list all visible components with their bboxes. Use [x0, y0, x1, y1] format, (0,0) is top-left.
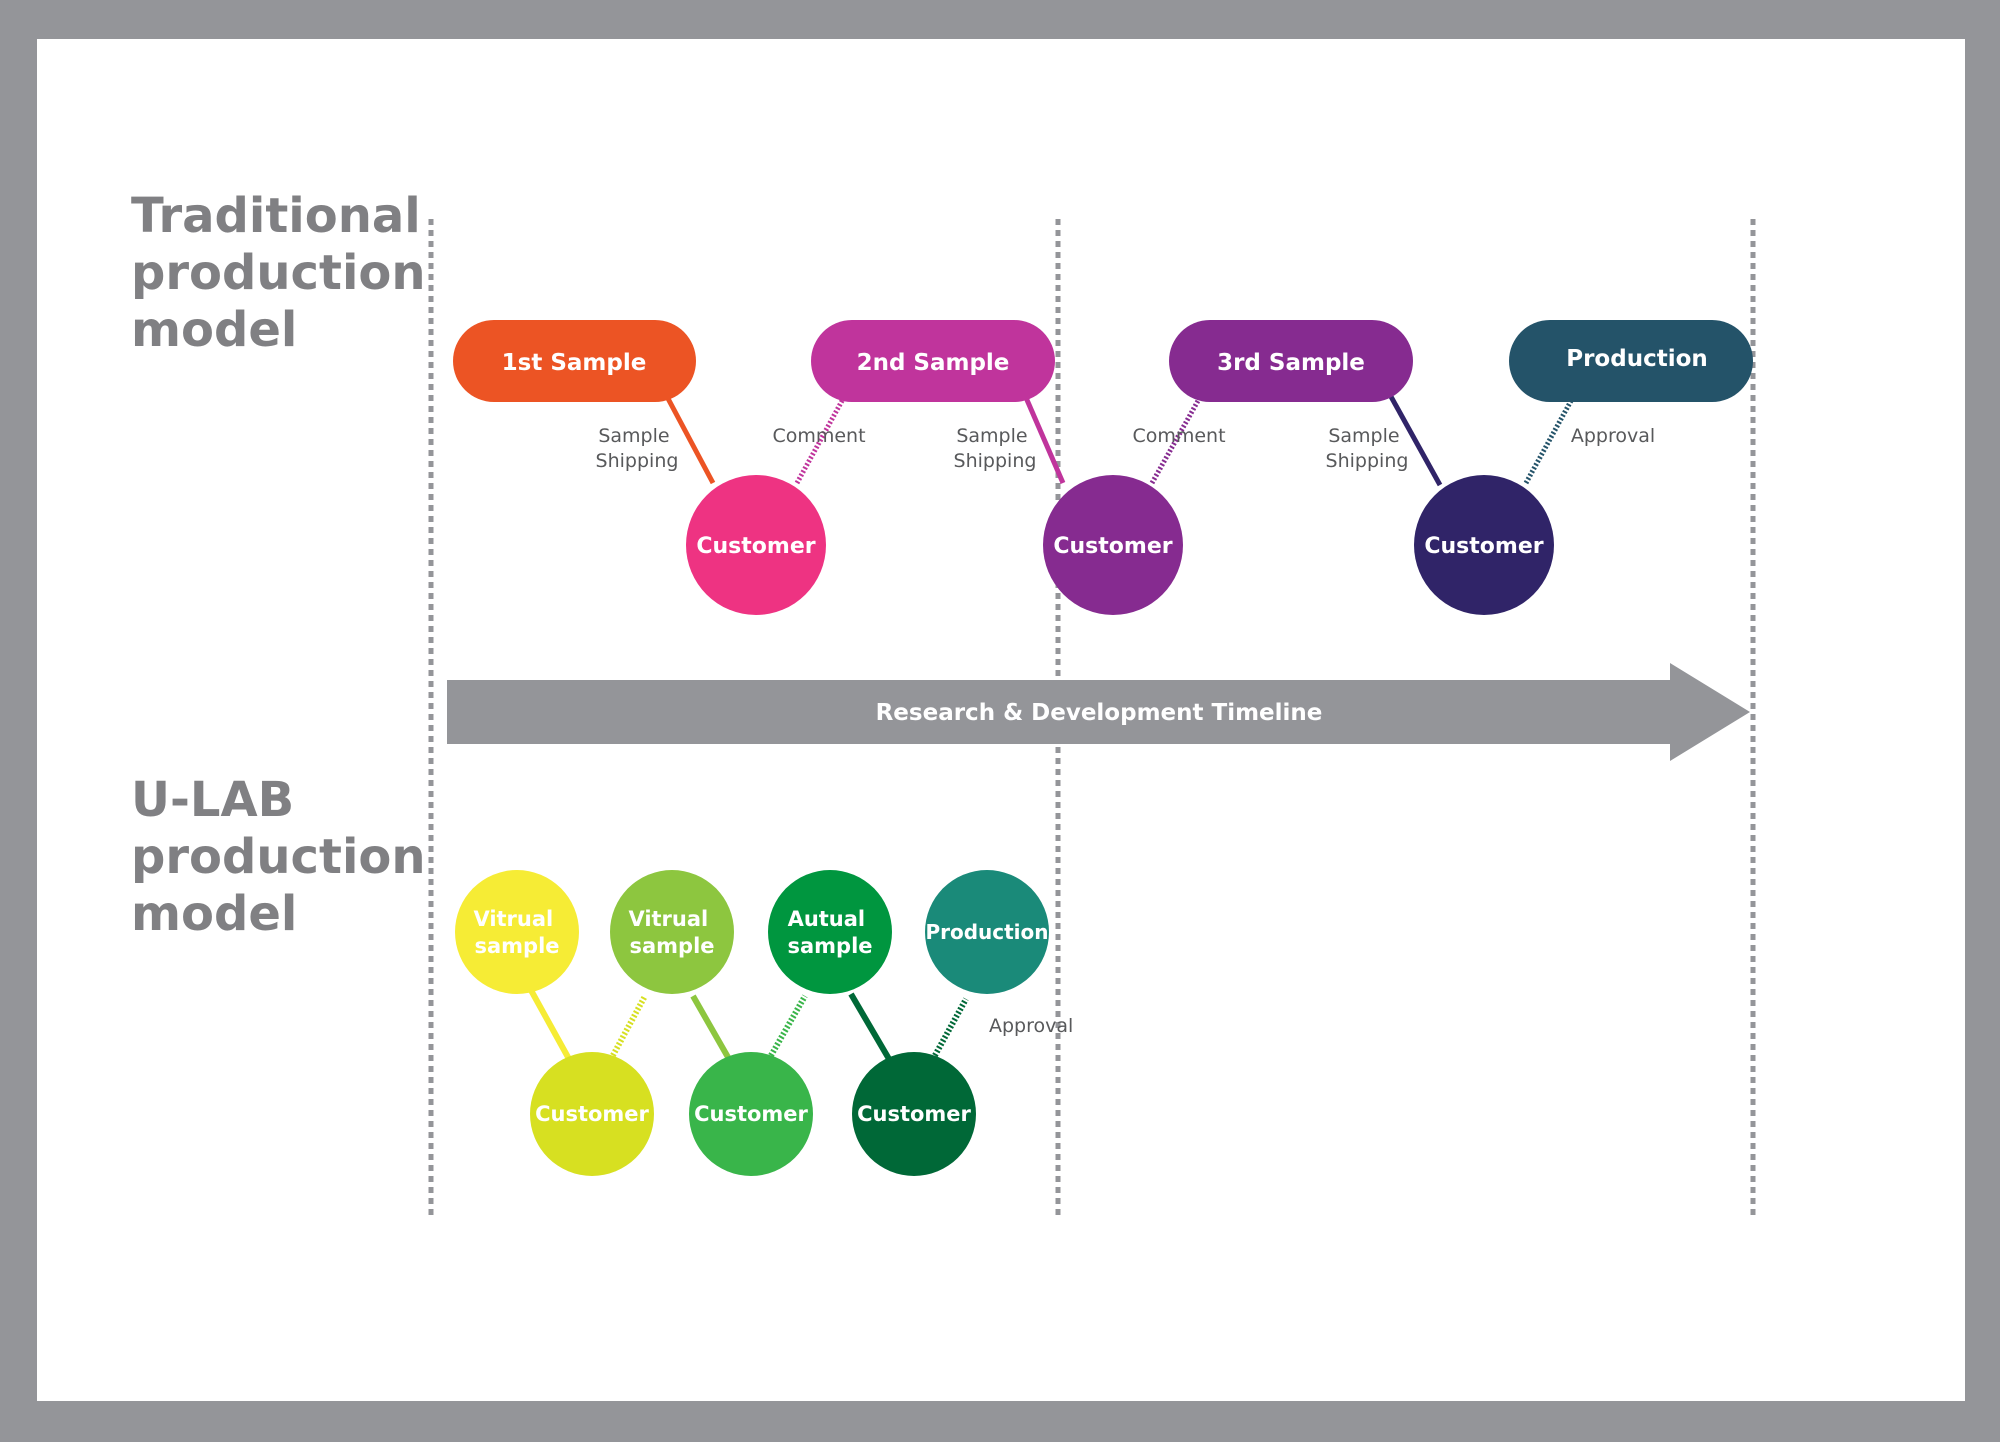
svg-text:Customer: Customer — [694, 1102, 808, 1126]
customer-circle-3-label: Customer — [1424, 534, 1543, 559]
timeline-label: Research & Development Timeline — [876, 700, 1323, 726]
ulab-heading: U-LAB production model — [131, 772, 442, 942]
connector-sample-shipping-3 — [1386, 391, 1443, 487]
pill-1st-sample: 1st Sample — [453, 320, 696, 402]
label-sample-shipping-3: Sample Shipping — [1326, 425, 1409, 472]
connector-comment-2 — [1149, 397, 1202, 485]
svg-text:Vitrual sample: Vitrual sample — [628, 907, 715, 958]
ulab-connector-approval — [930, 997, 969, 1061]
pill-1st-sample-label: 1st Sample — [502, 350, 647, 376]
connector-sample-shipping-1 — [661, 389, 716, 485]
ulab-customer-1: Customer — [530, 1052, 654, 1176]
customer-circle-1: Customer — [686, 475, 826, 615]
ulab-connector-3 — [690, 994, 732, 1061]
customer-circle-3: Customer — [1414, 475, 1554, 615]
ulab-customer-2: Customer — [689, 1052, 813, 1176]
timeline-arrow: Research & Development Timeline — [447, 663, 1750, 761]
pill-2nd-sample-label: 2nd Sample — [857, 350, 1010, 376]
connector-sample-shipping-2 — [1021, 392, 1066, 484]
ulab-connector-1 — [524, 981, 572, 1061]
ulab-virtual-sample-2: Vitrual sample — [610, 870, 734, 994]
traditional-heading: Traditional production model — [131, 188, 442, 358]
svg-text:Customer: Customer — [535, 1102, 649, 1126]
pill-3rd-sample: 3rd Sample — [1169, 320, 1413, 402]
customer-circle-2: Customer — [1043, 475, 1183, 615]
label-approval-trad: Approval — [1571, 425, 1655, 447]
svg-text:Production: Production — [925, 920, 1048, 944]
ulab-heading-line-2: production — [131, 829, 426, 885]
ulab-customer-3: Customer — [852, 1052, 976, 1176]
ulab-heading-line-3: model — [131, 886, 297, 942]
customer-circle-2-label: Customer — [1053, 534, 1172, 559]
svg-text:Autual sample: Autual sample — [787, 907, 872, 958]
ulab-actual-sample: Autual sample — [768, 870, 892, 994]
label-sample-shipping-2: Sample Shipping — [954, 425, 1037, 472]
connector-approval-trad — [1523, 397, 1575, 485]
ulab-virtual-sample-1: Vitrual sample — [455, 870, 579, 994]
traditional-heading-line-3: model — [131, 302, 297, 358]
ulab-approval-label: Approval — [989, 1015, 1073, 1037]
pill-2nd-sample: 2nd Sample — [811, 320, 1055, 402]
pill-production-label: Production — [1566, 346, 1708, 372]
label-comment-2: Comment — [1132, 425, 1225, 447]
pill-production: Production — [1509, 320, 1753, 402]
ulab-connector-5 — [848, 992, 892, 1061]
svg-text:Customer: Customer — [857, 1102, 971, 1126]
customer-circle-1-label: Customer — [696, 534, 815, 559]
traditional-heading-line-1: Traditional — [131, 188, 421, 244]
ulab-connector-4 — [766, 994, 808, 1061]
pill-3rd-sample-label: 3rd Sample — [1217, 350, 1365, 376]
traditional-heading-line-2: production — [131, 245, 426, 301]
ulab-production: Production — [925, 870, 1049, 994]
ulab-heading-line-1: U-LAB — [131, 772, 294, 828]
ulab-connector-2 — [608, 994, 648, 1061]
svg-text:Vitrual sample: Vitrual sample — [473, 907, 560, 958]
label-sample-shipping-1: Sample Shipping — [596, 425, 679, 472]
label-comment-1: Comment — [772, 425, 865, 447]
diagram-canvas: Traditional production model 1st Sample … — [37, 39, 1965, 1401]
